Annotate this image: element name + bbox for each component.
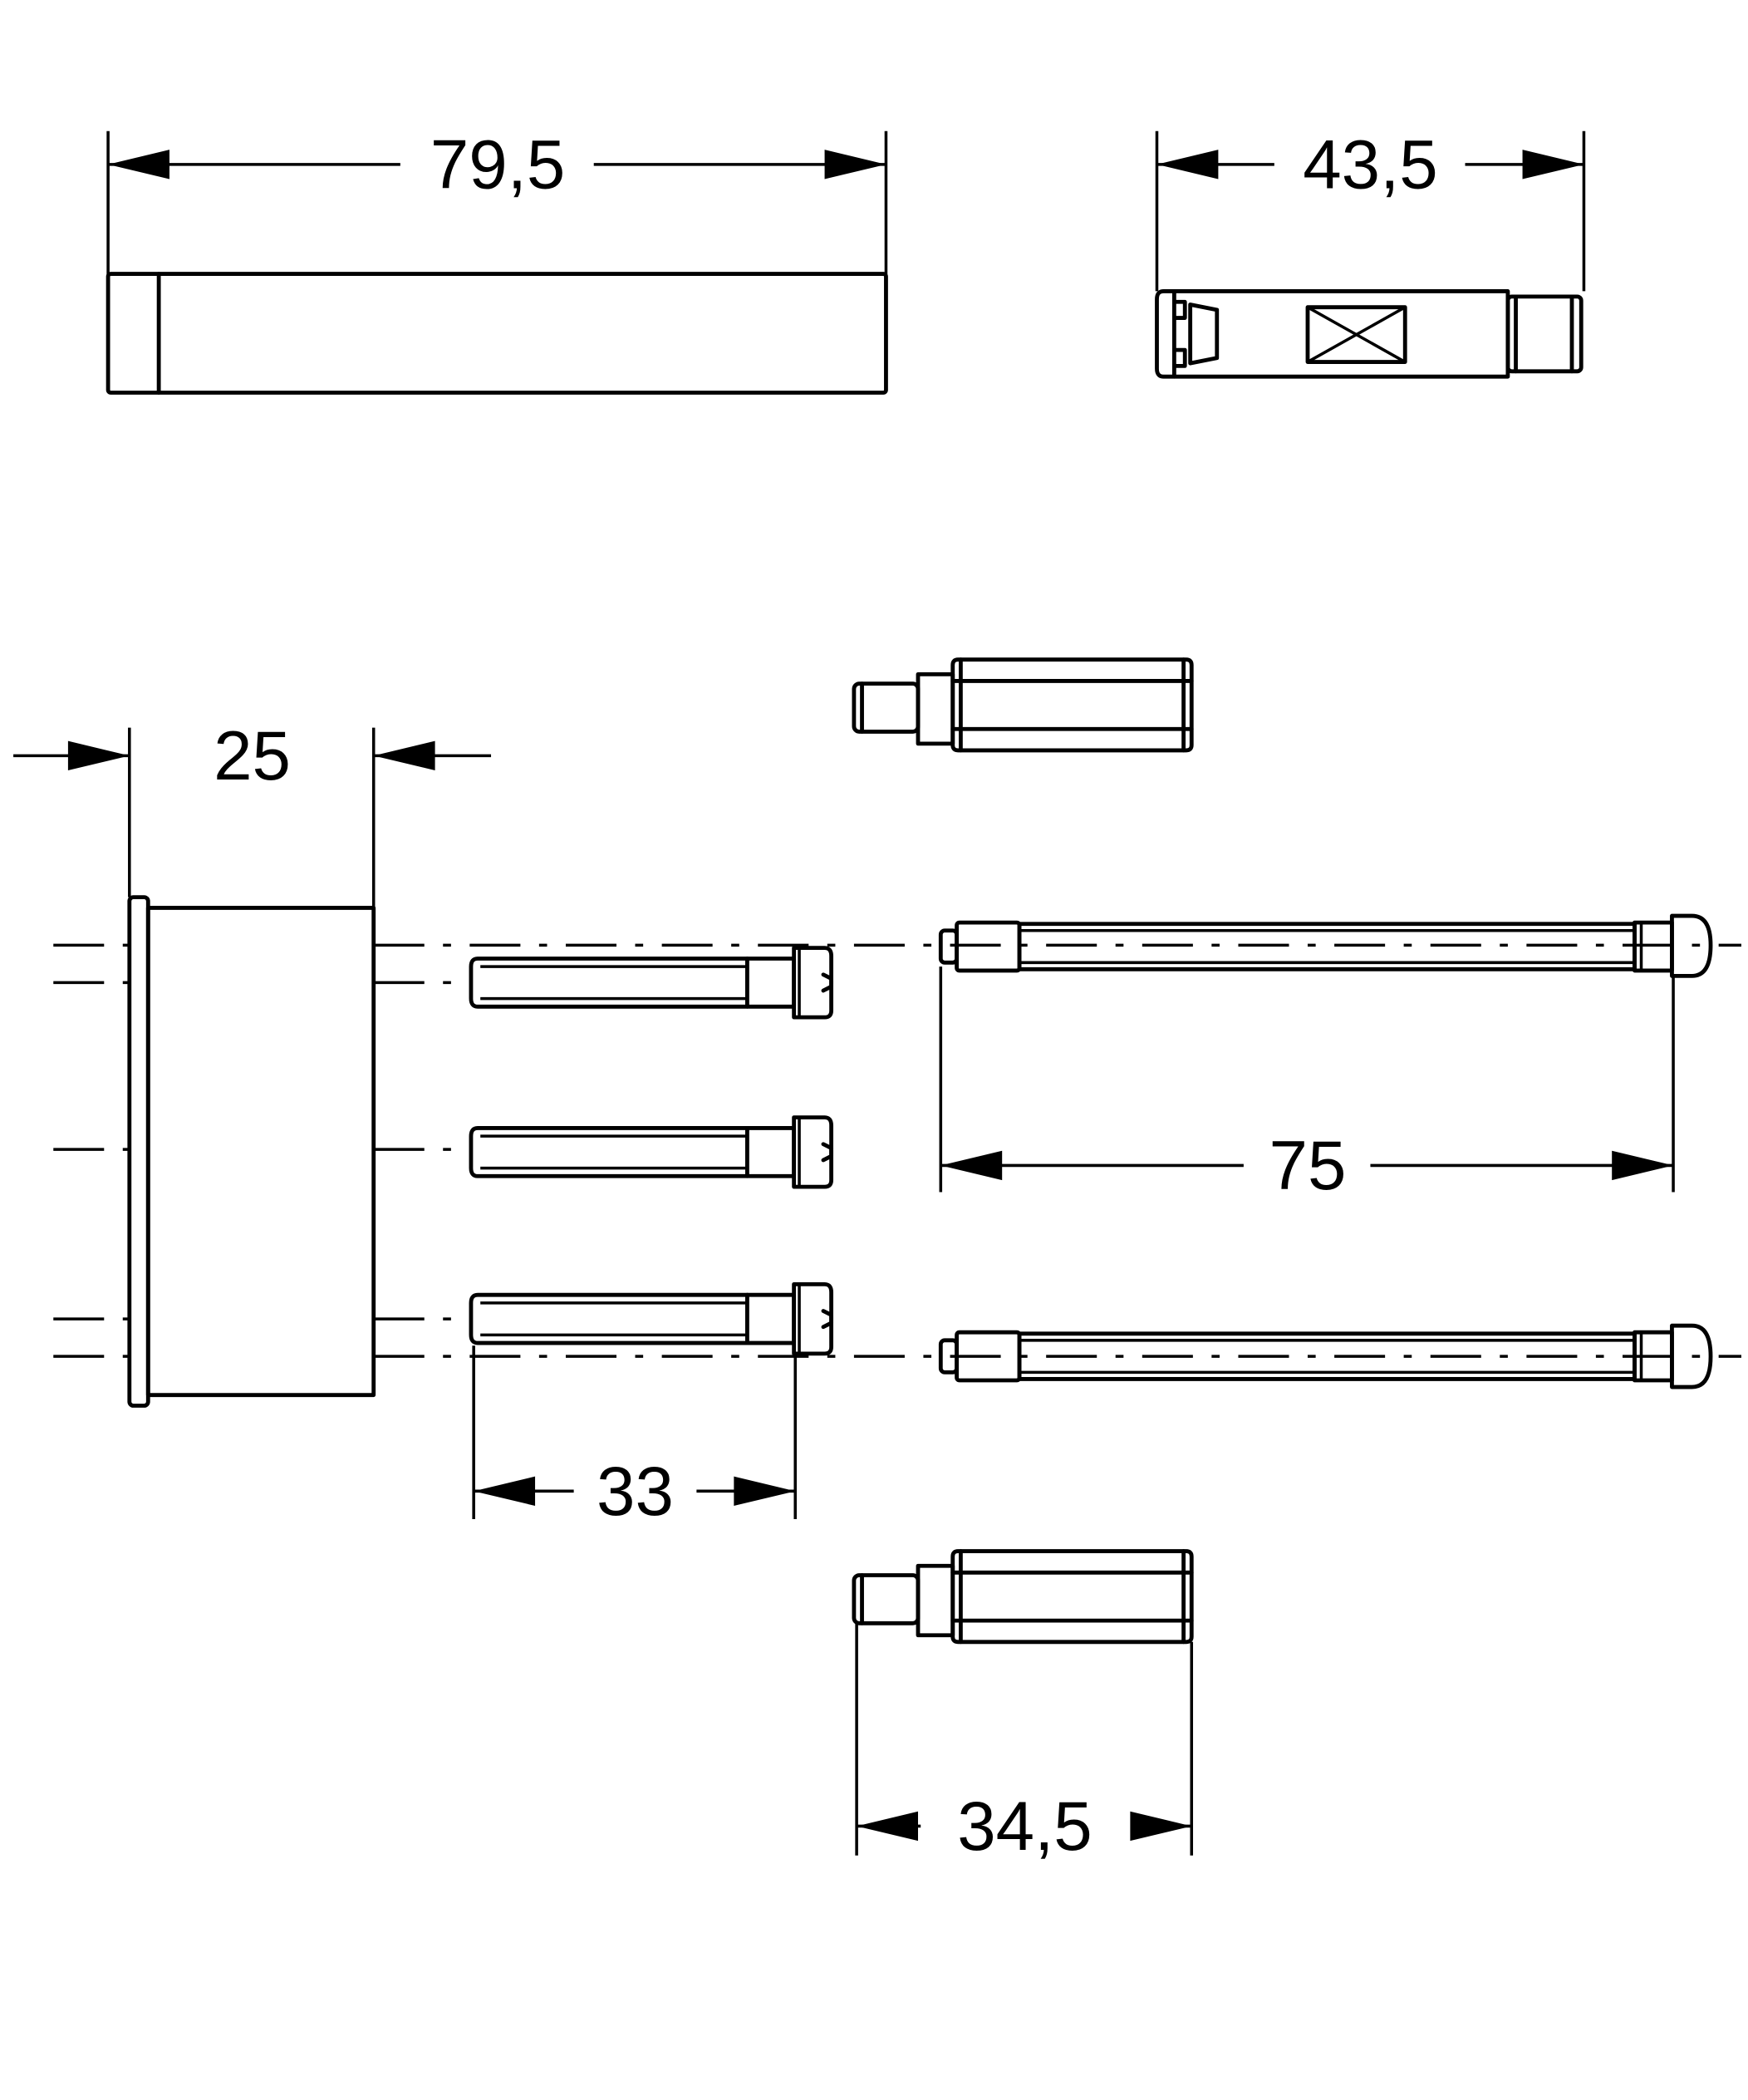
extension-sleeve [106, 272, 888, 395]
dimension-label-75: 75 [1269, 1126, 1347, 1204]
center-lines [53, 943, 1741, 1358]
long-screw-upper [938, 913, 1713, 978]
dimension-34-5: 34,5 [855, 1623, 1194, 1865]
dimension-43-5: 43,5 [1155, 125, 1586, 292]
long-screw-lower [938, 1323, 1713, 1389]
hex-extension-upper [852, 657, 1194, 753]
cover-plate [127, 895, 376, 1408]
dimension-33: 33 [472, 1345, 798, 1530]
dimension-25: 25 [13, 716, 492, 908]
short-screw-3 [469, 1281, 834, 1356]
dimension-label-79-5: 79,5 [430, 125, 566, 203]
dimension-label-43-5: 43,5 [1303, 125, 1438, 203]
dimension-79-5: 79,5 [106, 125, 888, 278]
short-screw-1 [469, 946, 834, 1020]
dimension-label-33: 33 [597, 1452, 674, 1530]
dimension-label-34-5: 34,5 [957, 1787, 1092, 1865]
short-screw-2 [469, 1115, 834, 1189]
hex-extension-lower [852, 1549, 1194, 1645]
extension-spindle [1155, 289, 1584, 379]
dimension-label-25: 25 [214, 716, 291, 794]
dimension-75: 75 [939, 966, 1675, 1204]
